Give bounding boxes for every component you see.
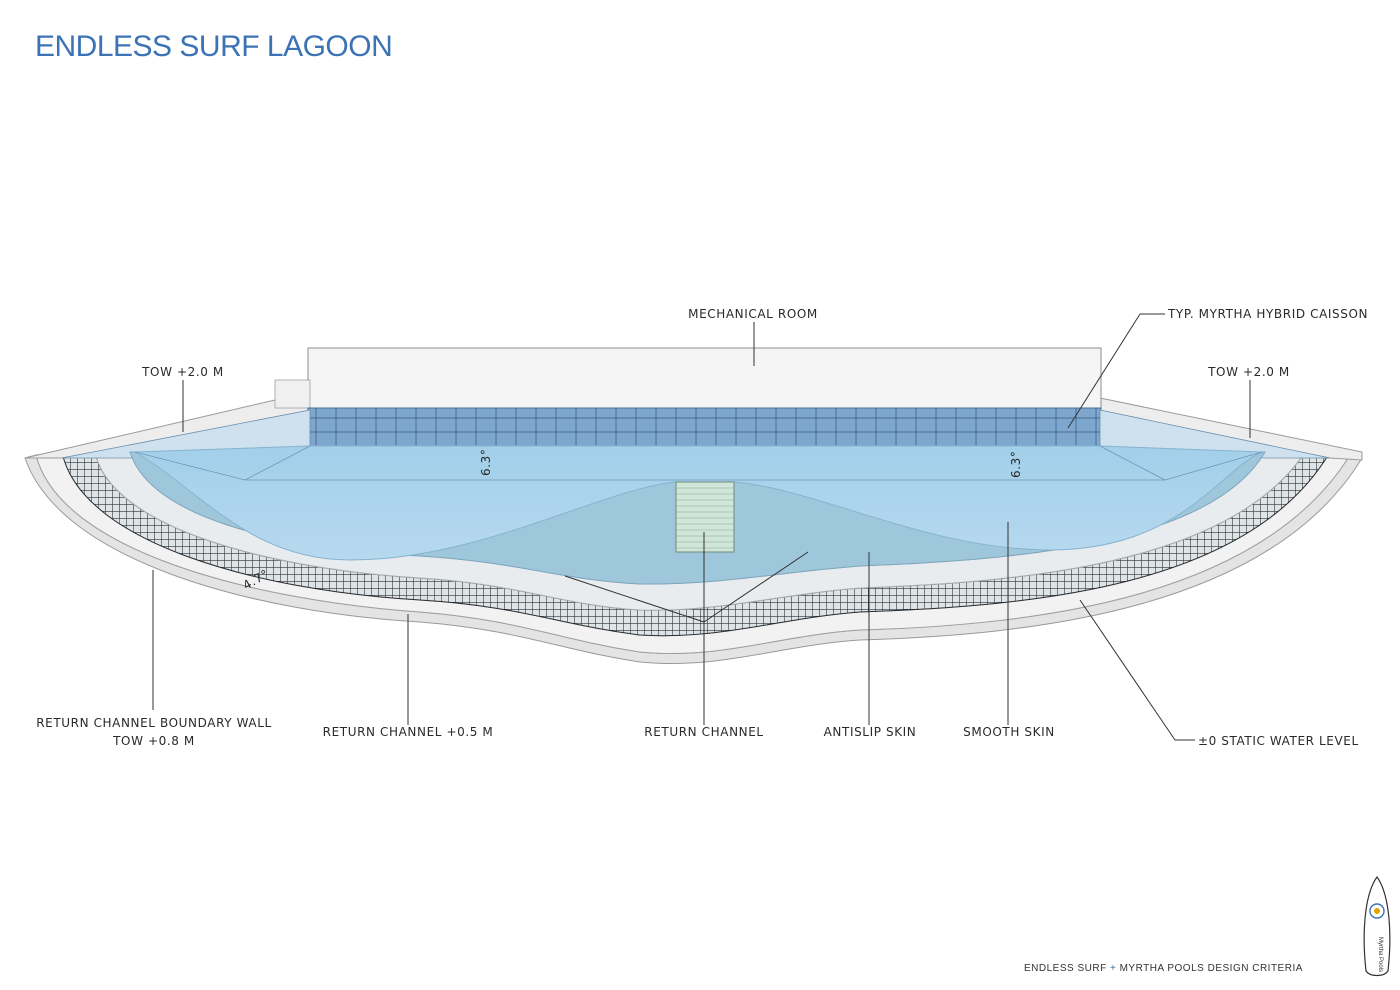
slope-lines — [134, 445, 1263, 481]
lagoon-water — [133, 445, 1263, 561]
mechanical-room-base — [274, 379, 311, 409]
footer-credit: ENDLESS SURF + MYRTHA POOLS DESIGN CRITE… — [1024, 963, 1303, 974]
logo-wordmark: Myrtha Pools — [1377, 937, 1383, 972]
label-smooth-skin: SMOOTH SKIN — [963, 725, 1055, 739]
label-tow-left: TOW +2.0 M — [141, 365, 224, 379]
myrtha-pools-logo: Myrtha Pools — [1363, 875, 1391, 977]
page-title: ENDLESS SURF LAGOON — [35, 30, 393, 63]
label-boundary-wall-tow: TOW +0.8 M — [112, 734, 195, 748]
label-boundary-wall: RETURN CHANNEL BOUNDARY WALL — [36, 716, 272, 730]
caisson-modules — [308, 417, 1101, 433]
label-mechanical-room: MECHANICAL ROOM — [688, 307, 818, 321]
label-return-channel: RETURN CHANNEL — [644, 725, 763, 739]
footer-separator: + — [1109, 963, 1117, 974]
ramp-steps — [676, 487, 734, 549]
hybrid-caisson-strip — [307, 407, 1102, 447]
footer-part1: ENDLESS SURF — [1024, 963, 1107, 974]
slope-label-right: 6.3° — [1009, 451, 1023, 478]
caisson-module-dividers — [315, 408, 1097, 446]
label-tow-right: TOW +2.0 M — [1207, 365, 1290, 379]
label-static-water-level: ±0 STATIC WATER LEVEL — [1198, 734, 1359, 748]
slope-label-left: 6.3° — [479, 449, 493, 476]
central-wave-ramp — [675, 481, 735, 553]
label-hybrid-caisson: TYP. MYRTHA HYBRID CAISSON — [1167, 307, 1368, 321]
right-caisson-wall — [1099, 409, 1331, 459]
label-return-channel-level: RETURN CHANNEL +0.5 M — [323, 725, 494, 739]
label-antislip-skin: ANTISLIP SKIN — [824, 725, 917, 739]
mechanical-room — [307, 347, 1102, 409]
leader-lines — [152, 313, 1251, 741]
footer-part2: MYRTHA POOLS DESIGN CRITERIA — [1119, 963, 1303, 974]
